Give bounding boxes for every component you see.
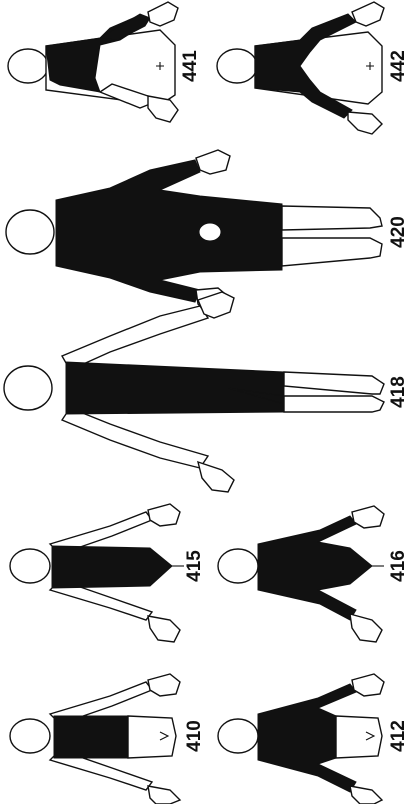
hand-upper (148, 504, 180, 526)
hand-upper (352, 674, 384, 696)
label-442: 442 (388, 50, 409, 82)
hand-lower (350, 786, 382, 804)
torso (128, 716, 176, 758)
label-420: 420 (388, 216, 409, 248)
hand-lower (148, 616, 180, 642)
head (10, 719, 50, 753)
label-415: 415 (184, 550, 205, 582)
hand-lower (148, 786, 180, 804)
legs-2 (282, 238, 382, 266)
figure-412 (218, 674, 384, 804)
head (6, 210, 54, 254)
label-416: 416 (388, 550, 409, 582)
legs (282, 206, 382, 230)
head (8, 49, 48, 83)
hand-upper (352, 506, 384, 528)
hand-lower (148, 96, 178, 122)
label-412: 412 (388, 720, 409, 752)
garment-418 (66, 362, 284, 414)
label-441: 441 (180, 50, 201, 82)
garment-410 (54, 716, 128, 758)
hand-lower (350, 614, 382, 642)
head (10, 549, 50, 583)
legs (284, 372, 384, 394)
head (218, 719, 258, 753)
figure-442 (217, 2, 384, 134)
hand-upper (196, 150, 230, 174)
legs-2 (284, 396, 384, 412)
figure-410 (10, 674, 180, 804)
hand-upper (352, 2, 384, 26)
arm-upper (62, 306, 208, 370)
hand-lower (198, 462, 234, 492)
head (217, 49, 257, 83)
figure-416 (218, 506, 384, 642)
garment-420 (56, 160, 282, 302)
garment-415 (52, 546, 172, 588)
hand-lower (348, 112, 382, 134)
hand-upper (148, 2, 178, 26)
gusset (200, 224, 220, 240)
figure-420 (6, 150, 382, 314)
hand-upper (148, 674, 180, 696)
garment-416 (258, 516, 372, 620)
label-418: 418 (388, 376, 409, 408)
head (4, 366, 52, 410)
head (218, 549, 258, 583)
torso (336, 716, 382, 758)
label-410: 410 (184, 720, 205, 752)
figure-418 (4, 292, 384, 492)
figure-415 (10, 504, 184, 642)
arm-lower (62, 408, 208, 468)
figure-441 (8, 2, 178, 122)
